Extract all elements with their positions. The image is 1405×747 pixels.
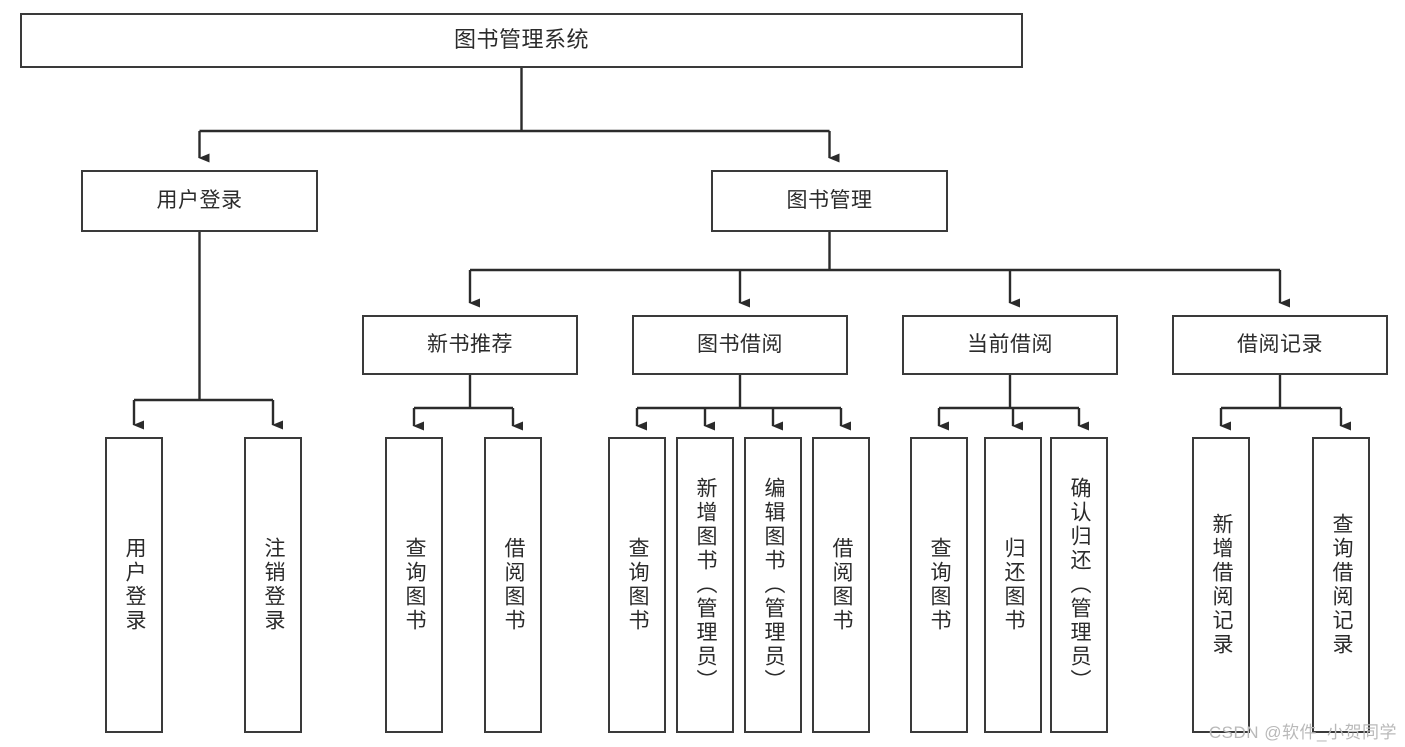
node-user-login[interactable]: 用户登录 xyxy=(81,170,318,232)
node-leaf-return-book-label: 归还图书 xyxy=(1002,537,1026,633)
node-leaf-query-book-current[interactable]: 查询图书 xyxy=(910,437,968,733)
node-leaf-borrow-book-recommend[interactable]: 借阅图书 xyxy=(484,437,542,733)
node-book-borrow[interactable]: 图书借阅 xyxy=(632,315,848,375)
node-book-manage-label: 图书管理 xyxy=(786,189,873,213)
node-new-book-recommend-label: 新书推荐 xyxy=(427,333,513,357)
node-borrow-record-label: 借阅记录 xyxy=(1237,333,1323,357)
node-current-borrow-label: 当前借阅 xyxy=(967,333,1053,357)
node-leaf-query-book-borrow-label: 查询图书 xyxy=(626,537,650,633)
node-borrow-record[interactable]: 借阅记录 xyxy=(1172,315,1388,375)
node-leaf-user-login[interactable]: 用户登录 xyxy=(105,437,163,733)
node-leaf-add-borrow-record[interactable]: 新增借阅记录 xyxy=(1192,437,1250,733)
node-leaf-add-book-admin[interactable]: 新增图书（管理员） xyxy=(676,437,734,733)
node-book-borrow-label: 图书借阅 xyxy=(697,333,783,357)
csdn-watermark: CSDN @软件_小贺同学 xyxy=(1208,723,1397,742)
node-book-manage[interactable]: 图书管理 xyxy=(711,170,948,232)
node-leaf-query-borrow-record-label: 查询借阅记录 xyxy=(1330,513,1354,657)
node-leaf-user-login-label: 用户登录 xyxy=(123,537,147,633)
node-leaf-add-borrow-record-label: 新增借阅记录 xyxy=(1210,513,1234,657)
node-leaf-edit-book-admin[interactable]: 编辑图书（管理员） xyxy=(744,437,802,733)
node-root-system-label: 图书管理系统 xyxy=(453,27,589,53)
node-leaf-edit-book-admin-label: 编辑图书（管理员） xyxy=(762,477,786,693)
node-leaf-query-book-recommend-label: 查询图书 xyxy=(403,537,427,633)
node-leaf-borrow-book[interactable]: 借阅图书 xyxy=(812,437,870,733)
node-root-system[interactable]: 图书管理系统 xyxy=(20,13,1023,68)
node-leaf-logout-login-label: 注销登录 xyxy=(262,537,286,633)
node-new-book-recommend[interactable]: 新书推荐 xyxy=(362,315,578,375)
node-leaf-add-book-admin-label: 新增图书（管理员） xyxy=(694,477,718,693)
node-leaf-query-book-current-label: 查询图书 xyxy=(928,537,952,633)
node-leaf-borrow-book-recommend-label: 借阅图书 xyxy=(502,537,526,633)
node-leaf-query-book-borrow[interactable]: 查询图书 xyxy=(608,437,666,733)
node-leaf-return-book[interactable]: 归还图书 xyxy=(984,437,1042,733)
node-leaf-confirm-return-admin[interactable]: 确认归还（管理员） xyxy=(1050,437,1108,733)
node-leaf-query-borrow-record[interactable]: 查询借阅记录 xyxy=(1312,437,1370,733)
node-current-borrow[interactable]: 当前借阅 xyxy=(902,315,1118,375)
node-leaf-logout-login[interactable]: 注销登录 xyxy=(244,437,302,733)
node-user-login-label: 用户登录 xyxy=(156,189,243,213)
node-leaf-borrow-book-label: 借阅图书 xyxy=(830,537,854,633)
node-leaf-query-book-recommend[interactable]: 查询图书 xyxy=(385,437,443,733)
node-leaf-confirm-return-admin-label: 确认归还（管理员） xyxy=(1068,477,1092,693)
